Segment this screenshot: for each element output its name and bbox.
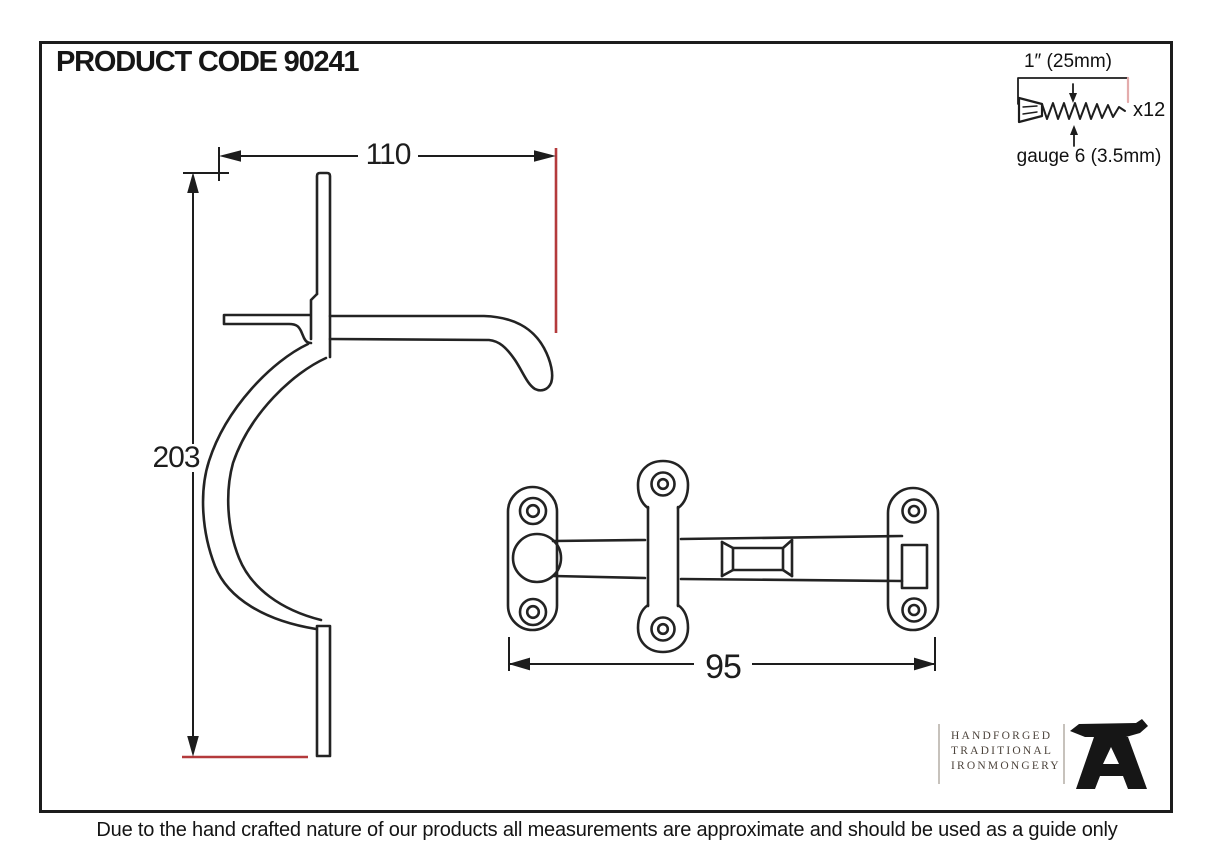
bar-block-inner-rect [731, 546, 785, 572]
disclaimer-text: Due to the hand crafted nature of our pr… [96, 819, 1118, 841]
screw-head-slots [1022, 105, 1038, 115]
screw-icon [1017, 96, 1126, 124]
screw-gauge-label: gauge 6 (3.5mm) [1016, 146, 1162, 167]
dim-95-arrow-left [508, 657, 530, 671]
bar-block-bevels [720, 538, 794, 578]
left-plate-screw-hole-top-inner [525, 503, 541, 519]
backplate-upper [315, 171, 332, 359]
dimension-label-95: 95 [694, 650, 752, 684]
right-plate-screw-hole-top-inner [907, 504, 921, 518]
dim-110-arrow-right [534, 150, 556, 162]
screw-arrow-up-head [1070, 125, 1078, 135]
screw-drawing [1017, 76, 1130, 147]
staple-screw-hole-bottom-inner [656, 622, 670, 636]
right-plate [886, 486, 940, 632]
right-plate-screw-hole-top [901, 498, 927, 524]
right-plate-screw-hole-bottom [901, 597, 927, 623]
logo-text-line2: TRADITIONAL [951, 745, 1054, 757]
grip-outer-curve [201, 342, 318, 631]
latch-pivot [511, 532, 563, 584]
thumb-lever [222, 313, 313, 345]
latch-bar-drawing [506, 459, 940, 654]
dim-95-arrow-right [914, 657, 936, 671]
product-code-title: PRODUCT CODE 90241 [56, 46, 360, 78]
screw-arrow-down-head [1069, 93, 1077, 103]
logo-text-line1: HANDFORGED [951, 730, 1053, 742]
staple-screw-hole-top [650, 471, 676, 497]
backplate-step [309, 292, 319, 341]
dimension-label-110: 110 [358, 140, 418, 170]
left-plate-screw-hole-top [518, 496, 548, 526]
logo-text: HANDFORGED TRADITIONAL IRONMONGERY [951, 729, 1063, 774]
staple-strap [646, 505, 680, 608]
screw-head [1017, 96, 1044, 124]
side-view-drawing [201, 171, 554, 758]
dim-203-arrow-down [187, 736, 199, 757]
staple-screw-hole-top-inner [656, 477, 670, 491]
grip-inner-curve [226, 356, 328, 622]
dim-203-arrow-up [187, 172, 199, 193]
right-plate-slot [900, 543, 929, 590]
right-plate-screw-hole-bottom-inner [907, 603, 921, 617]
staple-bottom-lobe [636, 603, 690, 654]
latch-bar-top-edge [551, 534, 904, 543]
logo-text-line3: IRONMONGERY [951, 760, 1061, 772]
screw-threads [1041, 102, 1126, 120]
dim-110-arrow-left [219, 150, 241, 162]
left-plate-screw-hole-bottom-inner [525, 604, 541, 620]
backplate-lower [315, 624, 332, 758]
left-plate [506, 485, 559, 632]
screw-quantity-label: x12 [1133, 99, 1166, 121]
anvil-top [1070, 719, 1148, 737]
left-plate-screw-hole-bottom [518, 597, 548, 627]
anvil-icon [1070, 719, 1148, 789]
latch-bar-bottom-edge [552, 574, 904, 583]
lift-bar [328, 314, 554, 392]
anvil-a-body [1076, 737, 1147, 789]
dimension-label-203: 203 [148, 443, 204, 473]
staple-top-lobe [636, 459, 690, 510]
bar-block-ends [720, 538, 794, 578]
staple-screw-hole-bottom [650, 616, 676, 642]
logo-block [938, 719, 1148, 789]
drawing-border [39, 41, 1173, 813]
reference-lines [182, 148, 558, 759]
screw-length-label: 1″ (25mm) [1023, 51, 1112, 72]
